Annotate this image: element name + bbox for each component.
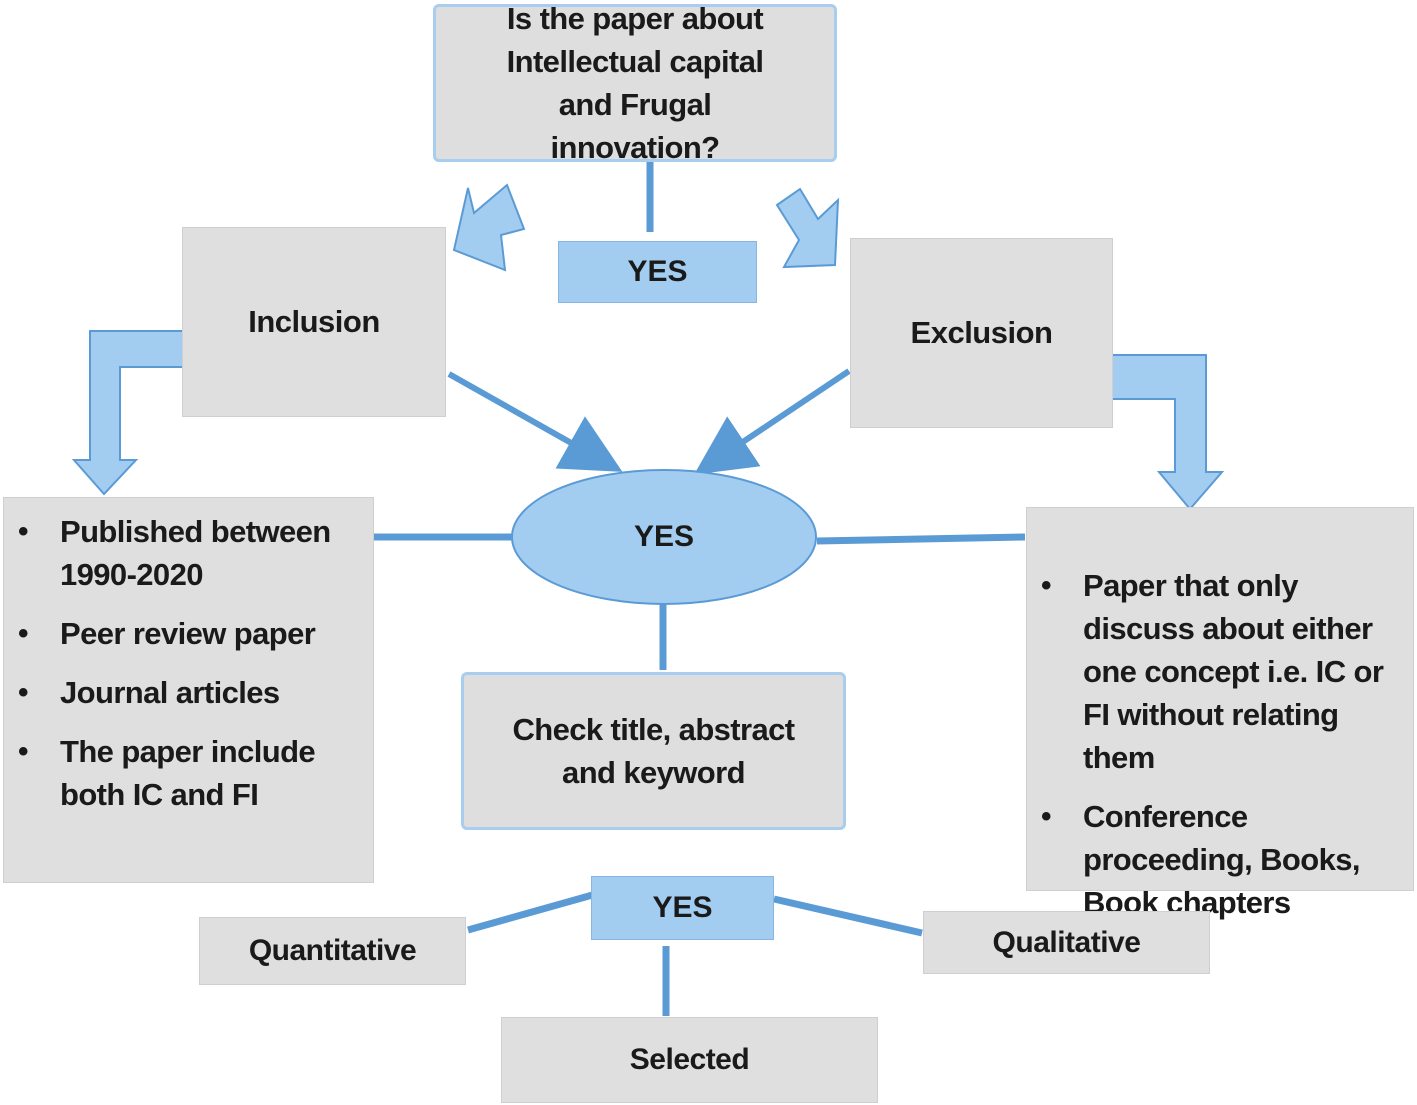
exclusion-criterion: Conference proceeding, Books, Book chapt… — [1041, 795, 1395, 924]
inclusion-criterion-text: Journal articles — [60, 675, 280, 710]
qualitative-label: Qualitative — [992, 925, 1141, 959]
inclusion-criterion: Journal articles — [18, 671, 355, 714]
exclusion-criterion-text: Paper that only discuss about either one… — [1083, 568, 1384, 775]
connector-bottom-yes-to-qualitative — [773, 895, 923, 937]
inclusion-criterion-text: Published between 1990-2020 — [60, 514, 331, 592]
exclusion-criteria-box: Paper that only discuss about either one… — [1026, 507, 1414, 920]
connector-center-yes-to-exclusion-criteria — [816, 533, 1026, 545]
question-box: Is the paper about Intellectual capital … — [433, 1, 837, 165]
screening-box: Check title, abstract and keyword — [461, 672, 846, 830]
selected-box: Selected — [501, 1017, 878, 1103]
connector-inclusion-to-center-yes — [447, 371, 623, 472]
bent-arrow-inclusion-icon — [71, 330, 197, 496]
top-yes-box: YES — [558, 241, 757, 303]
bottom-yes-label: YES — [652, 891, 713, 924]
center-decision-ellipse — [511, 469, 817, 605]
inclusion-criterion: Published between 1990-2020 — [18, 510, 355, 596]
arrow-to-inclusion-icon — [452, 183, 526, 272]
connector-bottom-yes-to-quantitative — [467, 890, 597, 934]
inclusion-criterion: The paper include both IC and FI — [18, 730, 355, 816]
bent-arrow-exclusion-icon — [1099, 354, 1225, 511]
inclusion-criterion: Peer review paper — [18, 612, 355, 655]
qualitative-box: Qualitative — [923, 911, 1210, 974]
exclusion-title: Exclusion — [910, 315, 1053, 350]
center-yes-node: YES — [512, 470, 816, 604]
exclusion-criterion: Paper that only discuss about either one… — [1041, 564, 1395, 779]
selected-label: Selected — [629, 1043, 750, 1076]
screening-text: Check title, abstract and keyword — [512, 712, 795, 790]
exclusion-criteria-list: Paper that only discuss about either one… — [1041, 564, 1395, 924]
inclusion-criteria-box: Published between 1990-2020 Peer review … — [3, 497, 374, 883]
exclusion-criterion-text: Conference proceeding, Books, Book chapt… — [1083, 799, 1360, 920]
question-text: Is the paper about Intellectual capital … — [506, 1, 764, 165]
bottom-yes-box: YES — [591, 876, 774, 940]
inclusion-criterion-text: Peer review paper — [60, 616, 316, 651]
center-yes-label: YES — [633, 520, 695, 553]
quantitative-box: Quantitative — [199, 917, 466, 985]
arrow-to-exclusion-icon — [775, 187, 840, 269]
inclusion-title: Inclusion — [248, 304, 380, 339]
inclusion-criteria-list: Published between 1990-2020 Peer review … — [18, 510, 355, 816]
exclusion-box: Exclusion — [850, 238, 1113, 428]
inclusion-box: Inclusion — [182, 227, 446, 417]
top-yes-label: YES — [627, 255, 688, 288]
inclusion-criterion-text: The paper include both IC and FI — [60, 734, 316, 812]
quantitative-label: Quantitative — [248, 934, 417, 967]
connector-exclusion-to-center-yes — [694, 368, 851, 475]
